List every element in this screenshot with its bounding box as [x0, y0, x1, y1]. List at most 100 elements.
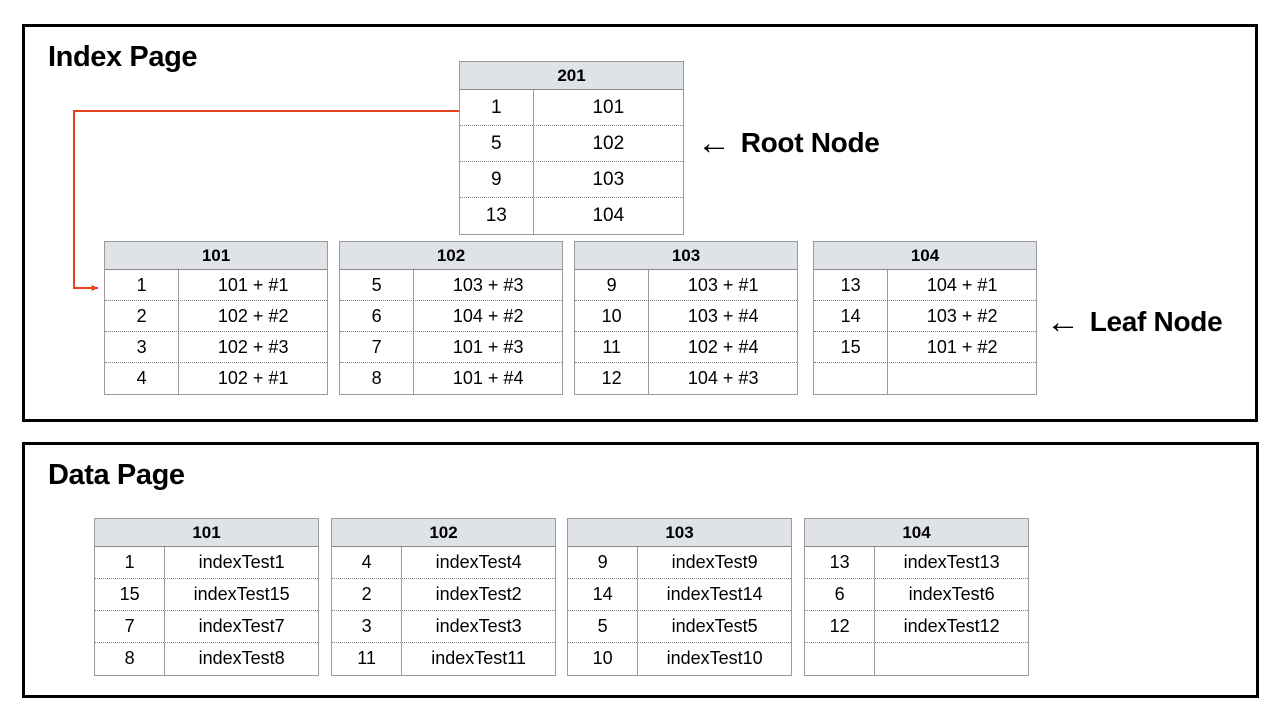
row-key: 13	[805, 547, 876, 578]
row-key: 14	[814, 301, 889, 331]
row-key: 10	[568, 643, 639, 675]
row-key: 10	[575, 301, 650, 331]
table-row: 4 indexTest4	[332, 547, 555, 579]
table-row: 10 indexTest10	[568, 643, 791, 675]
data-node-header: 101	[95, 519, 318, 547]
data-node-header: 103	[568, 519, 791, 547]
leaf-node-103-table: 103 9 103 + #1 10 103 + #4 11 102 + #4 1…	[574, 241, 798, 395]
row-key: 15	[814, 332, 889, 362]
table-row: 5 102	[460, 126, 683, 162]
index-page-title: Index Page	[48, 41, 198, 73]
row-value: 103 + #3	[452, 275, 524, 295]
table-row: 3 102 + #3	[105, 332, 327, 363]
row-key: 5	[340, 270, 415, 300]
table-row: 2 indexTest2	[332, 579, 555, 611]
row-value: 101 + #4	[452, 368, 524, 388]
row-key: 8	[95, 643, 166, 675]
table-row	[805, 643, 1028, 675]
table-row: 5 indexTest5	[568, 611, 791, 643]
row-key: 5	[568, 611, 639, 642]
row-value: indexTest9	[671, 552, 758, 572]
row-key: 7	[95, 611, 166, 642]
row-value: indexTest3	[435, 616, 522, 636]
table-row: 7 101 + #3	[340, 332, 562, 363]
row-key: 9	[460, 162, 534, 197]
table-row	[814, 363, 1036, 394]
table-row: 15 101 + #2	[814, 332, 1036, 363]
data-node-header: 102	[332, 519, 555, 547]
data-node-rows: 13 indexTest13 6 indexTest6 12 indexTest…	[805, 547, 1028, 675]
row-key: 1	[95, 547, 166, 578]
table-row: 15 indexTest15	[95, 579, 318, 611]
leaf-node-header: 101	[105, 242, 327, 270]
row-key: 3	[105, 332, 180, 362]
table-row: 3 indexTest3	[332, 611, 555, 643]
leaf-node-rows: 13 104 + #1 14 103 + #2 15 101 + #2	[814, 270, 1036, 394]
leaf-node-rows: 9 103 + #1 10 103 + #4 11 102 + #4 12 10…	[575, 270, 797, 394]
leaf-node-rows: 1 101 + #1 2 102 + #2 3 102 + #3 4 102 +…	[105, 270, 327, 394]
row-key: 1	[105, 270, 180, 300]
row-value: indexTest4	[435, 552, 522, 572]
table-row: 1 indexTest1	[95, 547, 318, 579]
row-value: 101 + #1	[217, 275, 289, 295]
root-node-annotation: ← Root Node	[697, 126, 880, 160]
root-node-header: 201	[460, 62, 683, 90]
row-value	[888, 363, 1036, 394]
row-value: 102 + #2	[217, 306, 289, 326]
row-key: 4	[105, 363, 180, 394]
row-value: indexTest7	[198, 616, 285, 636]
row-key: 13	[814, 270, 889, 300]
leaf-node-header: 102	[340, 242, 562, 270]
leaf-node-annotation-label: Leaf Node	[1089, 306, 1223, 337]
table-row: 13 104	[460, 198, 683, 234]
table-row: 9 indexTest9	[568, 547, 791, 579]
row-value: indexTest8	[198, 648, 285, 668]
table-row: 7 indexTest7	[95, 611, 318, 643]
data-page-node-104-table: 104 13 indexTest13 6 indexTest6 12 index…	[804, 518, 1029, 676]
row-key: 1	[460, 90, 534, 125]
row-key: 5	[460, 126, 534, 161]
table-row: 12 104 + #3	[575, 363, 797, 394]
data-node-rows: 1 indexTest1 15 indexTest15 7 indexTest7…	[95, 547, 318, 675]
leaf-node-102-table: 102 5 103 + #3 6 104 + #2 7 101 + #3 8 1…	[339, 241, 563, 395]
row-key: 7	[340, 332, 415, 362]
row-value: indexTest12	[903, 616, 1000, 636]
leaf-node-101-table: 101 1 101 + #1 2 102 + #2 3 102 + #3 4 1…	[104, 241, 328, 395]
row-value: 101	[592, 97, 625, 118]
table-row: 4 102 + #1	[105, 363, 327, 394]
row-key: 2	[332, 579, 403, 610]
row-key: 8	[340, 363, 415, 394]
row-key: 15	[95, 579, 166, 610]
row-key: 11	[575, 332, 650, 362]
table-row: 6 indexTest6	[805, 579, 1028, 611]
data-page-node-101-table: 101 1 indexTest1 15 indexTest15 7 indexT…	[94, 518, 319, 676]
row-value: 102 + #1	[217, 368, 289, 388]
table-row: 13 104 + #1	[814, 270, 1036, 301]
row-value: indexTest15	[193, 584, 290, 604]
table-row: 9 103	[460, 162, 683, 198]
data-node-header: 104	[805, 519, 1028, 547]
table-row: 6 104 + #2	[340, 301, 562, 332]
left-arrow-icon: ←	[697, 124, 731, 162]
table-row: 8 indexTest8	[95, 643, 318, 675]
row-key: 9	[568, 547, 639, 578]
table-row: 8 101 + #4	[340, 363, 562, 394]
row-value	[875, 643, 1028, 675]
row-value: indexTest1	[198, 552, 285, 572]
left-arrow-icon: ←	[1046, 303, 1080, 341]
row-key	[805, 643, 876, 675]
data-page-title: Data Page	[48, 459, 185, 491]
row-value: 102	[592, 133, 625, 154]
table-row: 14 103 + #2	[814, 301, 1036, 332]
row-value: 104 + #1	[926, 275, 998, 295]
row-value: indexTest14	[666, 584, 763, 604]
row-key: 13	[460, 198, 534, 234]
row-key: 14	[568, 579, 639, 610]
table-row: 9 103 + #1	[575, 270, 797, 301]
row-key: 12	[575, 363, 650, 394]
leaf-node-header: 103	[575, 242, 797, 270]
row-value: indexTest10	[666, 648, 763, 668]
row-key: 9	[575, 270, 650, 300]
row-key: 11	[332, 643, 403, 675]
root-node-annotation-label: Root Node	[740, 127, 880, 158]
